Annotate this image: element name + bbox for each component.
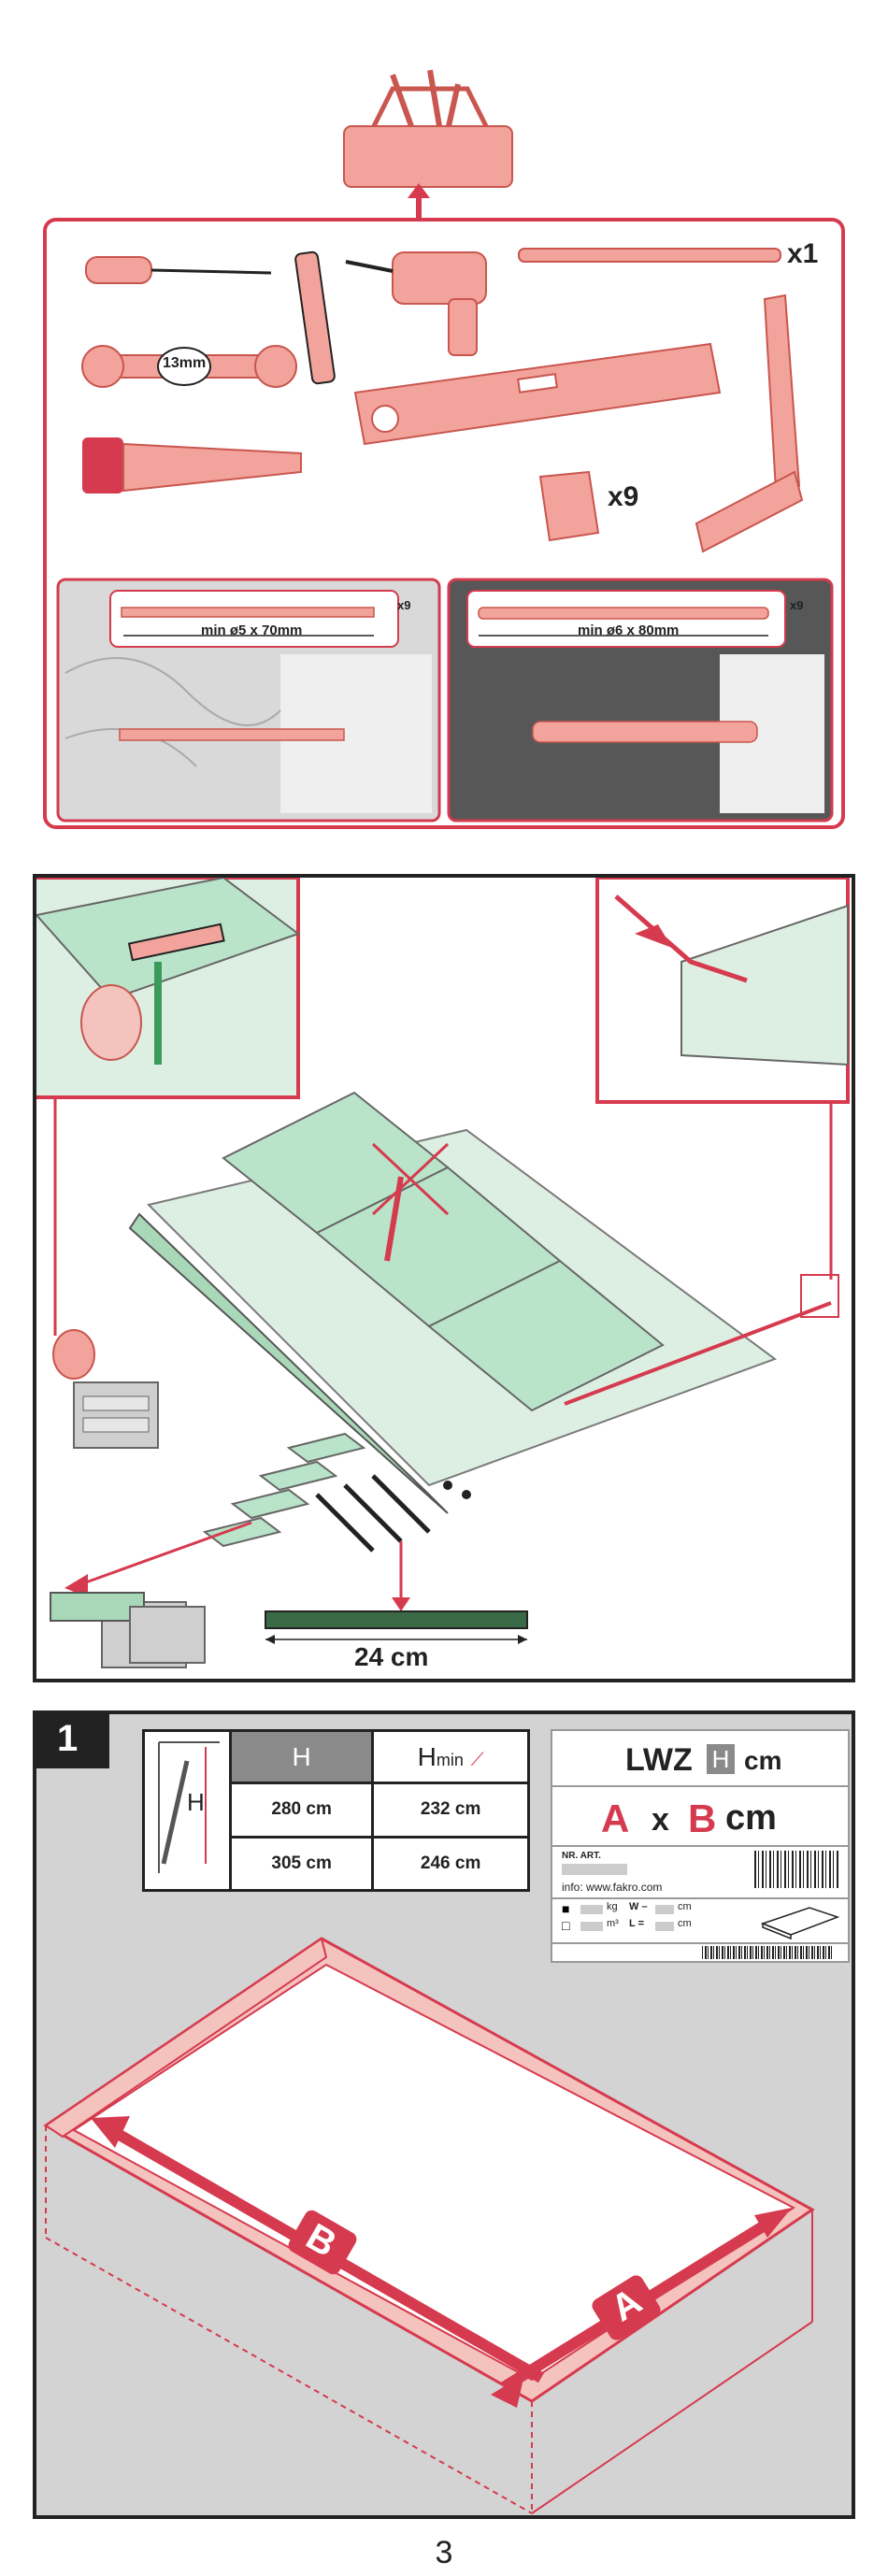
step1-panel: 1 H H Hmin ⟋ 280 cm 232 cm 305 [33,1710,855,2519]
cut-length-label: 24 cm [354,1642,428,1672]
spacer-blocks [205,1434,364,1546]
page-number: 3 [0,2535,888,2571]
toolbox-icon [344,70,512,187]
bolts-icon [317,1476,471,1551]
drill-bit-quantity: x1 [787,238,818,270]
concrete-screw-quantity: x9 [790,598,803,612]
shim-quantity: x9 [608,481,638,513]
wrench-size-label: 13mm [163,355,206,372]
wood-screw-size-label: min ø5 x 70mm [201,623,302,638]
arrow-up-icon [408,183,430,220]
concrete-screw-size-label: min ø6 x 80mm [578,623,679,638]
tools-drawing [0,0,888,841]
ceiling-opening-drawing [36,1714,852,2515]
cut-piece-icon [265,1611,527,1628]
wood-screw-quantity: x9 [397,598,410,612]
shim-icon [540,472,598,540]
drill-bit-icon [519,249,781,262]
preparation-panel: 24 cm [33,874,855,1682]
attic-ladder-drawing [36,878,852,1679]
tools-panel: 13mm x1 x9 min ø5 x 70mm x9 min ø6 x 80m… [0,0,888,841]
strap-part-icon [53,1330,94,1379]
